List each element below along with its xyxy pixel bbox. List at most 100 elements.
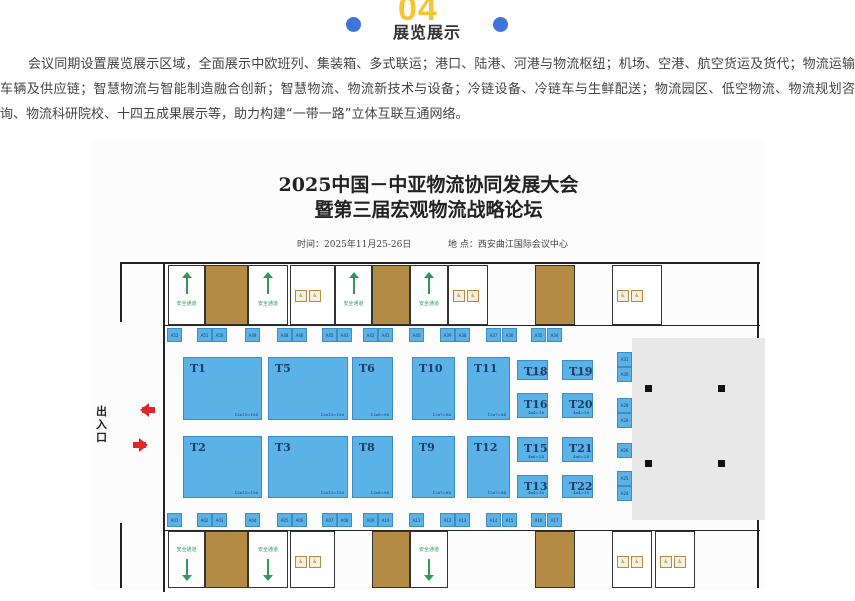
entrance-label: 出入口 [96, 405, 107, 444]
small-booth: A39 [440, 328, 455, 342]
restroom-icon: ♿ [309, 290, 321, 302]
safety-exit: 安全通道 [335, 265, 372, 325]
small-booth: A31 [617, 352, 632, 367]
booth-area: 12x7=84 [487, 490, 506, 495]
booth-area: 4x6=24 [573, 454, 589, 459]
small-booth: A50 [212, 328, 227, 342]
small-booth: A05 [277, 513, 292, 527]
restroom-icon: ♿ [309, 556, 321, 568]
safety-exit-label: 安全通道 [257, 547, 278, 553]
arrow-up-icon [424, 272, 434, 294]
wall [165, 530, 760, 531]
booth-label: T2 [190, 441, 206, 454]
small-booth: A46 [292, 328, 307, 342]
restroom-icon: ♿ [631, 556, 643, 568]
section-title: 展览展示 [393, 23, 462, 42]
small-booth: A06 [292, 513, 307, 527]
service-room [372, 265, 410, 325]
safety-exit: 安全通道 [248, 531, 288, 588]
small-booth: A02 [197, 513, 212, 527]
booth-t12: T12 12x7=84 [467, 436, 510, 498]
small-booth: A37 [486, 328, 501, 342]
decor-dot-right [493, 17, 508, 32]
booth-label: T12 [474, 441, 498, 454]
small-booth: A14 [486, 513, 501, 527]
arrow-up-icon [181, 272, 192, 294]
service-room [372, 531, 410, 588]
safety-exit-label: 安全通道 [418, 547, 439, 553]
booth-label: T20 [569, 398, 593, 411]
small-booth: A15 [502, 513, 517, 527]
wall [120, 523, 122, 588]
small-booth: A30 [617, 367, 632, 382]
booth-area: 12x13=156 [234, 490, 258, 495]
booth-t3: T3 12x13=156 [268, 436, 348, 498]
small-booth: A25 [617, 471, 632, 486]
section-number: 04 [398, 0, 438, 28]
booth-area: 4x6=24 [573, 372, 589, 377]
booth-area: 12x13=156 [320, 412, 344, 417]
small-booth: A49 [245, 328, 260, 342]
restroom-icon: ♿ [674, 556, 686, 568]
small-booth: A36 [502, 328, 517, 342]
restroom-icon: ♿ [295, 556, 307, 568]
booth-label: T5 [275, 362, 291, 375]
small-booth: A07 [322, 513, 337, 527]
booth-label: T6 [359, 362, 375, 375]
booth-area: 4x4=16 [573, 490, 589, 495]
booth-area: 4x6=24 [528, 372, 544, 377]
small-booth: A17 [547, 513, 562, 527]
booth-label: T15 [524, 442, 548, 455]
safety-exit-label: 安全通道 [418, 301, 439, 307]
booth-label: T11 [474, 362, 498, 375]
wall [163, 262, 165, 592]
safety-exit-label: 安全通道 [176, 301, 197, 307]
small-booth: A48 [277, 328, 292, 342]
arrow-up-icon [263, 272, 273, 294]
booth-label: T19 [569, 365, 593, 378]
small-booth: A51 [197, 328, 212, 342]
restroom: ♿♿ [448, 265, 488, 325]
safety-exit-label: 安全通道 [257, 301, 278, 307]
booth-area: 12x13=156 [320, 490, 344, 495]
open-area [632, 338, 765, 520]
restroom-icon: ♿ [467, 290, 479, 302]
restroom: ♿♿ [290, 265, 335, 325]
small-booth: A03 [212, 513, 227, 527]
restroom: ♿♿ [612, 531, 652, 588]
service-room [535, 531, 575, 588]
booth-t2: T2 12x13=156 [183, 436, 262, 498]
small-booth: A01 [167, 513, 182, 527]
booth-label: T13 [524, 480, 548, 493]
arrow-down-icon [181, 559, 192, 581]
pillar [718, 460, 725, 467]
booth-area: 4x4=16 [528, 490, 544, 495]
arrow-right-icon [133, 438, 155, 452]
safety-exit-label: 安全通道 [343, 301, 364, 307]
small-booth: A34 [547, 328, 562, 342]
plan-time: 时间：2025年11月25-26日 [297, 240, 412, 250]
small-booth: A40 [409, 328, 424, 342]
service-room [205, 265, 248, 325]
wall [120, 262, 122, 322]
arrow-down-icon [263, 559, 273, 581]
safety-exit: 安全通道 [410, 265, 448, 325]
arrow-up-icon [348, 272, 359, 294]
plan-title-line1: 2025中国－中亚物流协同发展大会 [278, 174, 579, 196]
booth-label: T3 [275, 441, 291, 454]
small-booth: A28 [617, 413, 632, 428]
restroom-icon: ♿ [660, 556, 672, 568]
decor-dot-left [346, 17, 361, 32]
restroom-icon: ♿ [295, 290, 307, 302]
restroom: ♿♿ [290, 531, 335, 588]
